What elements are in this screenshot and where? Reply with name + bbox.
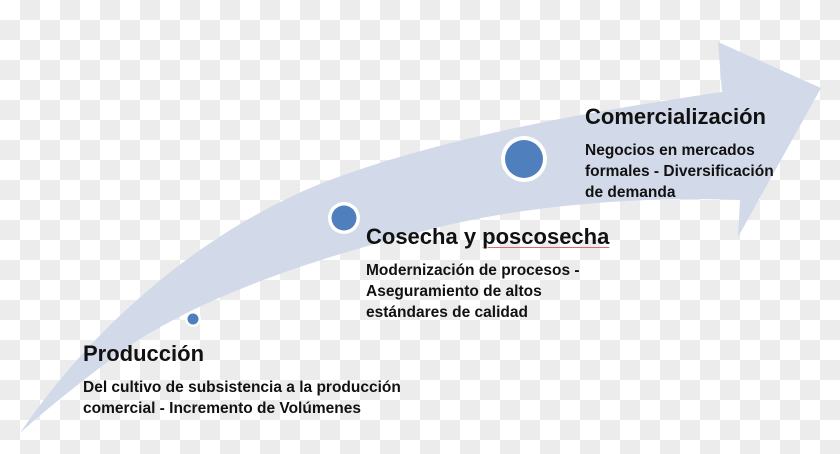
stage-description: Modernización de procesos - Aseguramient…	[366, 260, 609, 323]
stage-description: Del cultivo de subsistencia a la producc…	[83, 377, 401, 419]
description-line: formales - Diversificación	[585, 163, 774, 180]
description-line: Aseguramiento de altos	[366, 283, 542, 300]
stage-node-comercializacion	[501, 136, 547, 182]
curved-arrow-shape	[20, 42, 821, 433]
stage-cosecha-poscosecha: Cosecha y poscosecha Modernización de pr…	[366, 224, 609, 323]
description-line: Modernización de procesos -	[366, 262, 580, 279]
stage-title: Comercialización	[585, 104, 766, 129]
description-line: Negocios en mercados	[585, 142, 755, 159]
stage-node-cosecha	[328, 202, 360, 234]
stage-description: Negocios en mercados formales - Diversif…	[585, 140, 774, 203]
description-line: de demanda	[585, 184, 676, 201]
spellcheck-underlined-word: poscosecha	[482, 224, 610, 249]
description-line: comercial - Incremento de Volúmenes	[83, 400, 361, 417]
stage-title: Producción	[83, 341, 205, 366]
stage-node-produccion	[185, 311, 201, 327]
stage-comercializacion: Comercialización Negocios en mercados fo…	[585, 104, 774, 203]
stage-title-part: Cosecha y	[366, 224, 483, 249]
description-line: Del cultivo de subsistencia a la producc…	[83, 379, 401, 396]
stage-produccion: Producción Del cultivo de subsistencia a…	[83, 341, 401, 419]
stage-title: Cosecha y poscosecha	[366, 224, 609, 250]
description-line: estándares de calidad	[366, 304, 528, 321]
